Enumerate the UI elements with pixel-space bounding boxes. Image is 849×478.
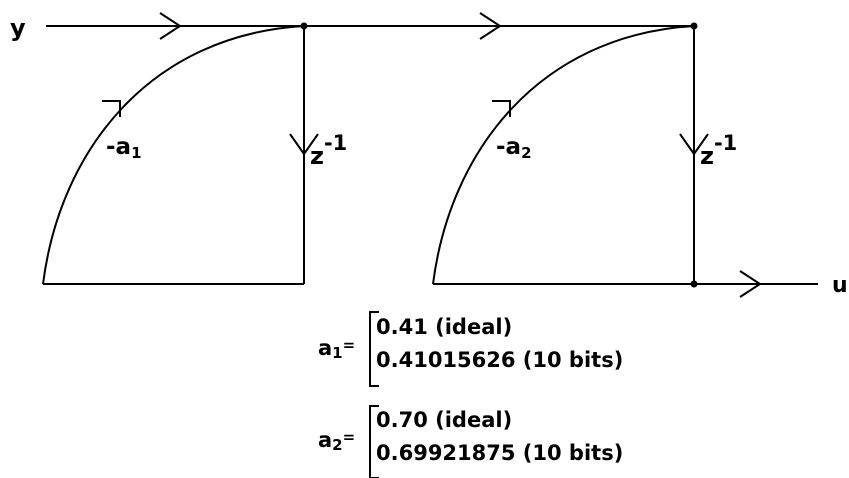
coefficient-a1-ideal: 0.41 (ideal) [376,315,512,339]
delay-label-1: z-1 [310,131,347,170]
output-arrow [739,270,762,298]
coefficient-a2-ideal: 0.70 (ideal) [376,408,512,432]
gain-label-2: -a2 [496,134,532,162]
junction-node-2 [690,22,698,30]
output-label: u [832,273,848,298]
gain-label-1: -a1 [106,134,142,162]
delay-label-2: z-1 [700,131,737,170]
feedback-path-2 [432,25,695,285]
coefficient-a2: a2= 0.70 (ideal) 0.69921875 (10 bits) [318,405,623,478]
coefficient-a2-symbol: a2= [318,428,355,454]
section-1: -a1 z-1 [42,22,347,285]
feedback-path-1 [42,25,305,285]
coefficient-a1: a1= 0.41 (ideal) 0.41015626 (10 bits) [318,311,623,387]
coefficient-a2-quantized: 0.69921875 (10 bits) [376,441,623,465]
section-2: -a2 z-1 [432,22,737,288]
coefficient-a1-bracket [369,311,379,387]
flow-arrow-top-1 [159,12,182,40]
coefficient-a2-bracket [369,405,379,478]
delay-arrow-2 [679,133,709,156]
gain-arrow-1 [102,100,121,117]
delay-arrow-1 [289,133,319,156]
coefficient-a1-quantized: 0.41015626 (10 bits) [376,348,623,372]
gain-arrow-2 [492,100,511,117]
flow-arrow-top-2 [479,12,502,40]
junction-node-1 [300,22,308,30]
input-label: y [10,14,26,42]
coefficient-a1-symbol: a1= [318,336,355,362]
